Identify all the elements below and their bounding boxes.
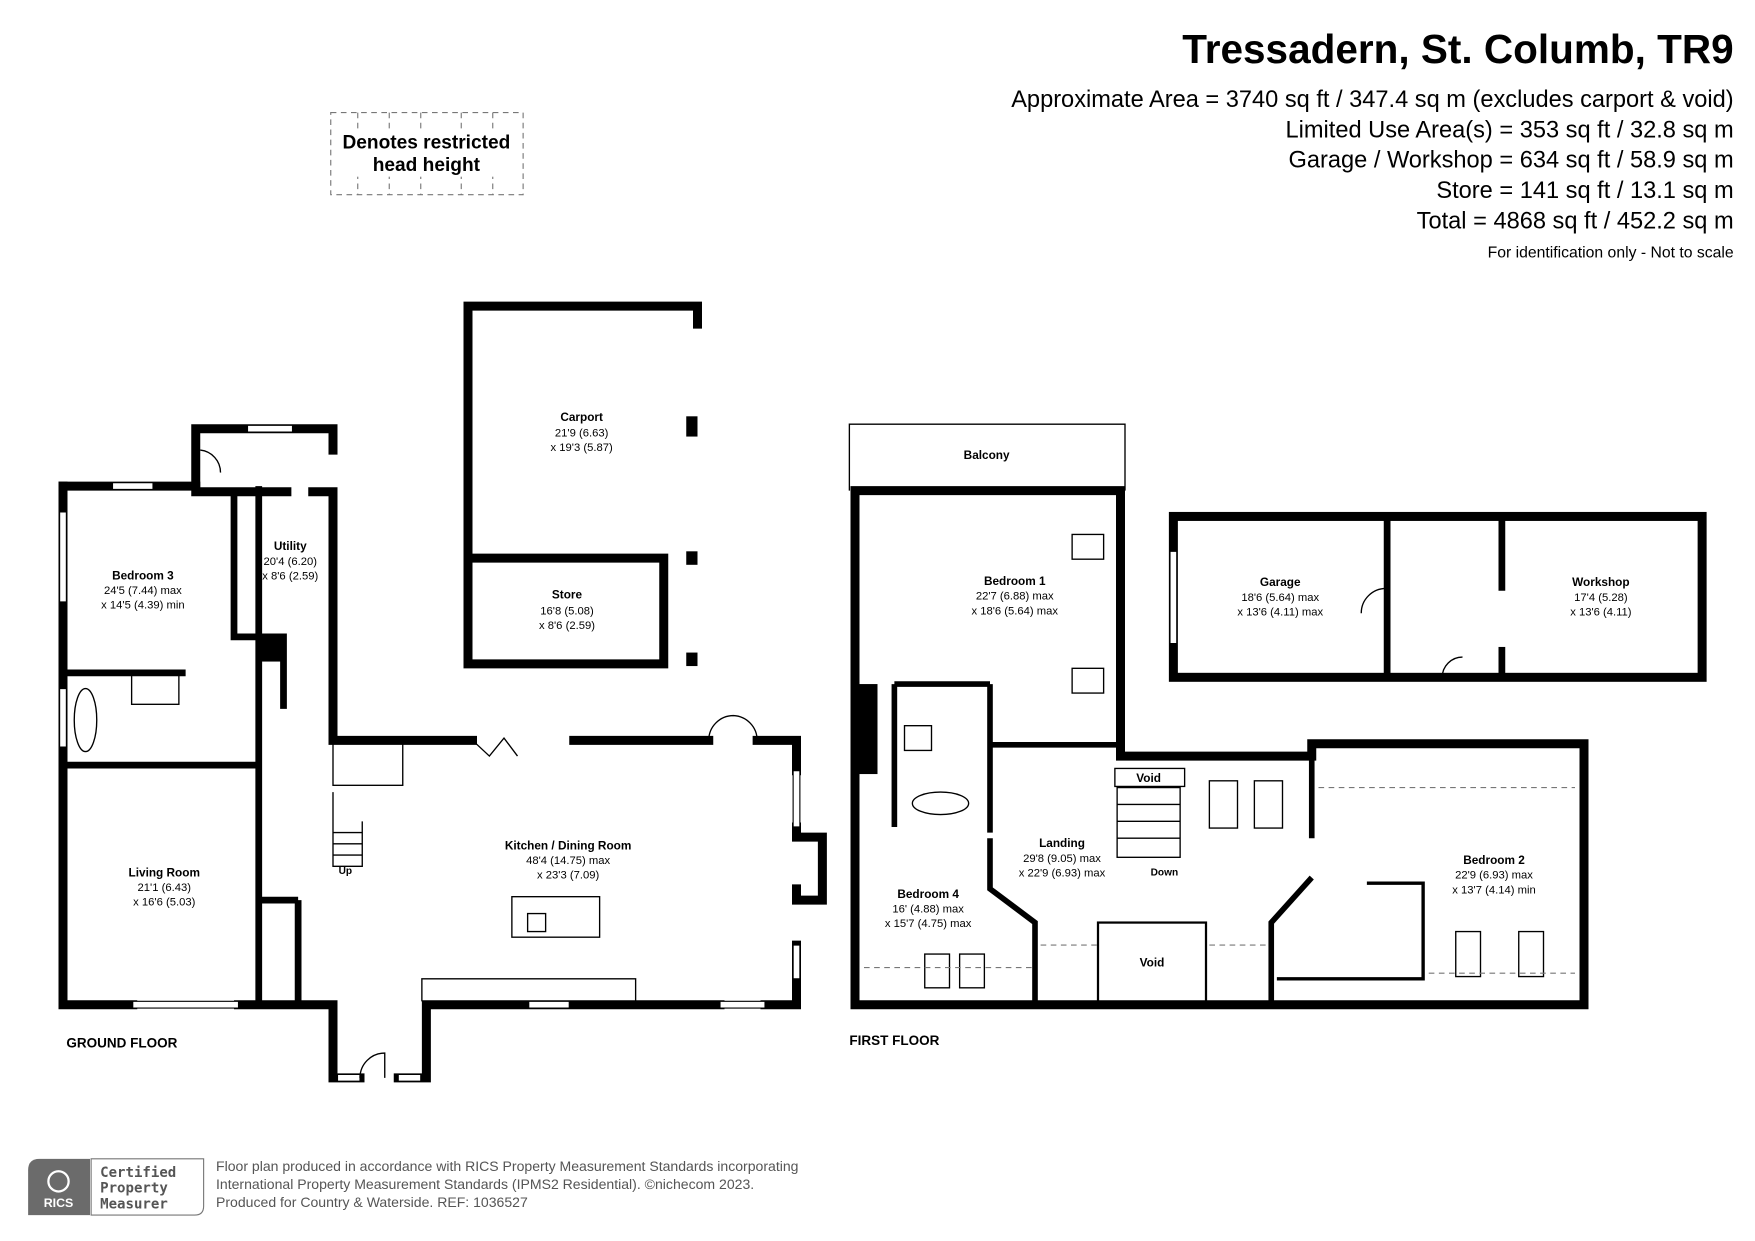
first-floor-label: FIRST FLOOR [849,1033,939,1048]
property-title: Tressadern, St. Columb, TR9 [1182,26,1733,72]
room-dim: 22'9 (6.93) max [1455,870,1533,882]
first-floor-plan: Balcony Bedroom 1 22'7 (6.88) max x 18'6… [848,423,1707,1048]
room-dim: 22'7 (6.88) max [976,591,1054,603]
room-dim: 16'8 (5.08) [540,605,594,617]
room-name-landing: Landing [1039,836,1085,850]
room-name-living-room: Living Room [129,865,200,879]
legend-text: Denotes restricted [342,133,510,154]
rics-logo-text: RICS [44,1196,74,1210]
room-dim: 20'4 (6.20) [264,556,318,568]
room-name-kitchen: Kitchen / Dining Room [505,838,631,852]
room-name-bedroom-1: Bedroom 1 [984,574,1046,588]
badge-text: Measurer [100,1196,168,1212]
room-dim: x 22'9 (6.93) max [1019,867,1106,879]
room-name-bedroom-2: Bedroom 2 [1463,853,1525,867]
restricted-height-legend: Denotes restricted head height [330,112,524,196]
room-name-void: Void [1136,771,1161,785]
area-line: Limited Use Area(s) = 353 sq ft / 32.8 s… [1285,117,1733,143]
room-dim: 16' (4.88) max [892,903,964,915]
footer-line: International Property Measurement Stand… [216,1176,754,1192]
room-dim: x 23'3 (7.09) [537,870,599,882]
room-dim: x 19'3 (5.87) [551,442,613,454]
rics-badge: RICS Certified Property Measurer [28,1158,205,1216]
room-name-void: Void [1140,955,1165,969]
room-dim: 24'5 (7.44) max [104,585,182,597]
footer: RICS Certified Property Measurer Floor p… [28,1158,798,1216]
stairs-down-label: Down [1151,867,1179,878]
room-name-bedroom-4: Bedroom 4 [897,887,959,901]
room-dim: 17'4 (5.28) [1574,592,1628,604]
room-dim: 18'6 (5.64) max [1241,592,1319,604]
legend-text: head height [373,155,481,176]
rics-lion-icon [47,1170,70,1193]
room-dim: x 8'6 (2.59) [262,570,318,582]
room-dim: 21'1 (6.43) [138,882,192,894]
room-name-garage: Garage [1260,575,1301,589]
header: Tressadern, St. Columb, TR9 Approximate … [1011,26,1734,262]
area-line: Approximate Area = 3740 sq ft / 347.4 sq… [1011,87,1733,113]
footer-line: Produced for Country & Waterside. REF: 1… [216,1194,528,1210]
scale-note: For identification only - Not to scale [1488,245,1734,262]
room-dim: 48'4 (14.75) max [526,855,610,867]
area-line: Store = 141 sq ft / 13.1 sq m [1436,178,1733,204]
ground-floor-plan: Carport 21'9 (6.63) x 19'3 (5.87) Store … [58,301,827,1083]
room-dim: x 13'6 (4.11) [1570,606,1632,618]
ground-floor-label: GROUND FLOOR [66,1035,177,1050]
badge-text: Property [100,1181,168,1197]
room-dim: 29'8 (9.05) max [1023,853,1101,865]
room-name-balcony: Balcony [964,448,1010,462]
room-name-workshop: Workshop [1572,575,1629,589]
badge-text: Certified [100,1165,176,1181]
room-dim: x 16'6 (5.03) [133,897,195,909]
room-name-store: Store [552,588,583,602]
area-line: Total = 4868 sq ft / 452.2 sq m [1417,208,1734,234]
room-dim: x 14'5 (4.39) min [101,600,184,612]
room-dim: x 13'7 (4.14) min [1452,884,1535,896]
room-name-carport: Carport [560,410,603,424]
room-dim: 21'9 (6.63) [555,428,609,440]
room-name-utility: Utility [274,539,307,553]
room-dim: x 15'7 (4.75) max [885,918,972,930]
stairs-up-label: Up [339,866,352,877]
footer-line: Floor plan produced in accordance with R… [216,1158,798,1174]
room-dim: x 8'6 (2.59) [539,620,595,632]
room-dim: x 13'6 (4.11) max [1237,606,1323,618]
room-dim: x 18'6 (5.64) max [971,605,1058,617]
room-name-bedroom-3: Bedroom 3 [112,568,174,582]
area-line: Garage / Workshop = 634 sq ft / 58.9 sq … [1289,148,1734,174]
